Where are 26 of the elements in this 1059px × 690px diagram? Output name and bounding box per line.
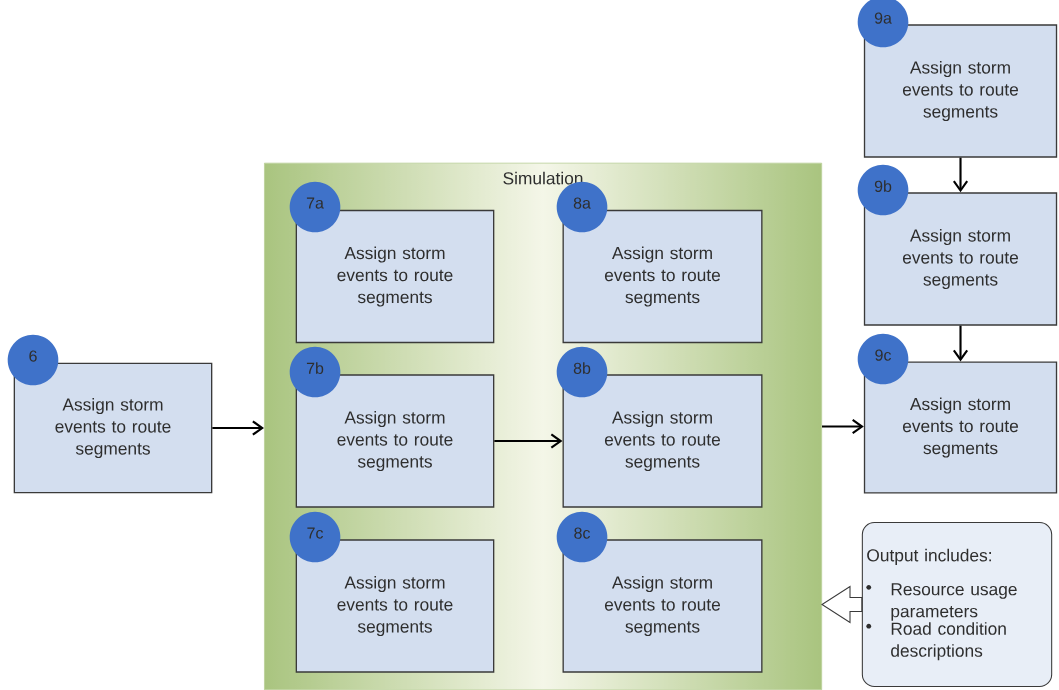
process-box: Assign storm events to route segments <box>562 209 763 344</box>
number-badge: 7b <box>289 346 341 398</box>
process-box: Assign storm events to route segments <box>562 539 763 673</box>
arrow <box>822 418 864 435</box>
process-box: Assign storm events to route segments <box>863 192 1058 326</box>
arrow <box>212 420 264 436</box>
arrow <box>952 325 969 362</box>
process-box: Assign storm events to route segments <box>295 209 495 344</box>
number-badge: 7a <box>289 181 341 233</box>
number-badge: 8c <box>556 511 608 563</box>
process-box: Assign storm events to route segments <box>863 361 1058 494</box>
arrow <box>494 433 563 449</box>
number-badge: 9b <box>857 164 909 216</box>
number-badge: 7c <box>289 511 341 563</box>
process-box: Assign storm events to route segments <box>863 24 1058 158</box>
number-badge: 9c <box>857 333 909 385</box>
process-box: Assign storm events to route segments <box>295 539 495 673</box>
callout-box: Output includes: Resource usage parameters Road condition descriptions <box>861 521 1053 688</box>
number-badge: 6 <box>7 334 59 386</box>
hollow-arrow <box>821 585 863 624</box>
process-box: Assign storm events to route segments <box>295 374 495 508</box>
process-box: Assign storm events to route segments <box>13 362 213 494</box>
number-badge: 9a <box>857 0 909 48</box>
arrow <box>952 157 969 193</box>
process-box: Assign storm events to route segments <box>562 374 763 508</box>
number-badge: 8b <box>556 346 608 398</box>
